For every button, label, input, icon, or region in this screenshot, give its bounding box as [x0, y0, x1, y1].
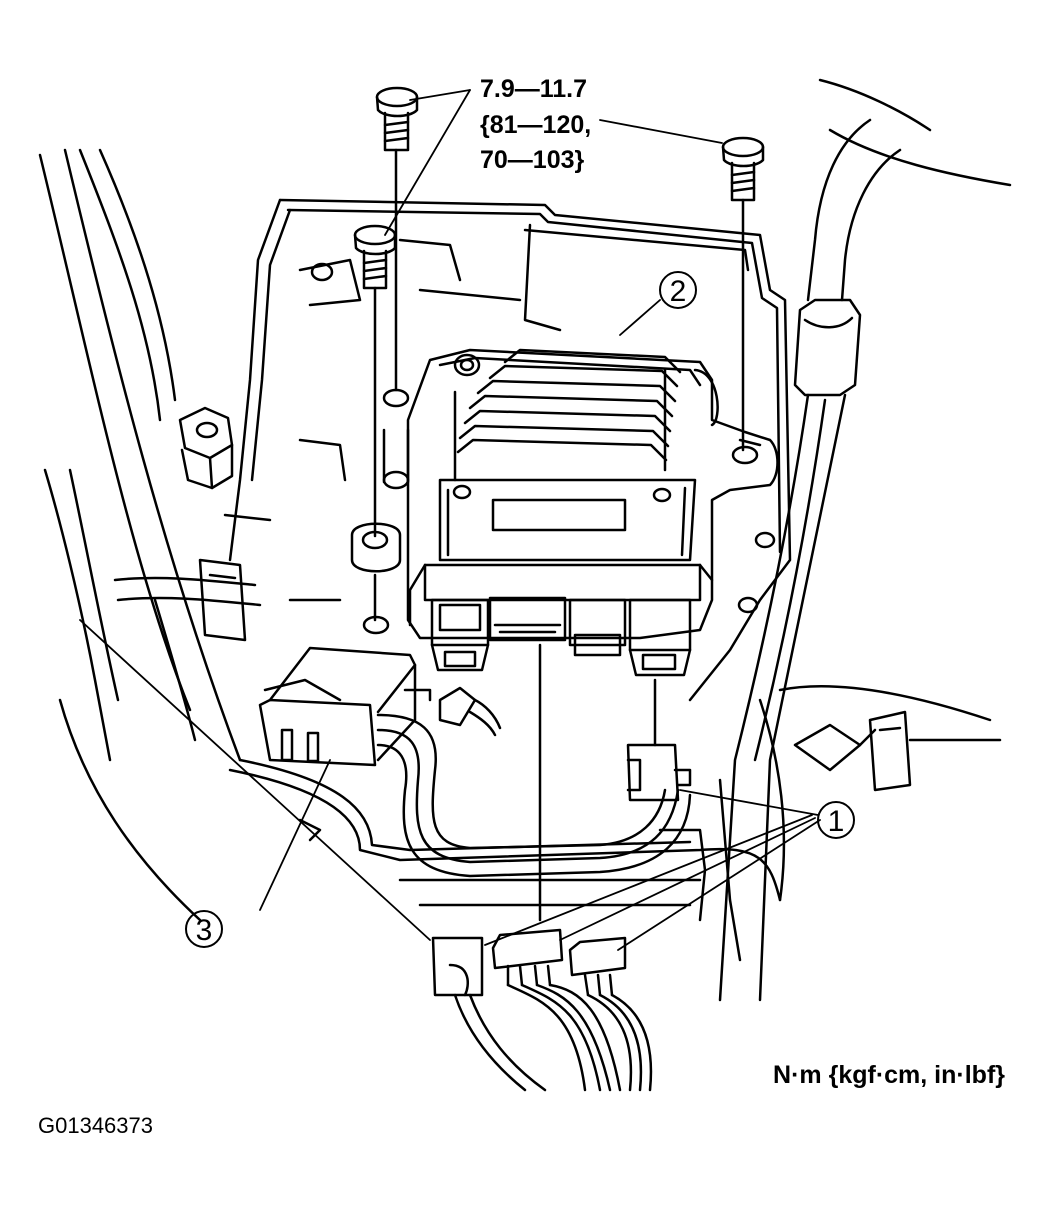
bolt-middle-left — [353, 224, 397, 538]
callout-1-label: 1 — [828, 805, 845, 838]
torque-spec-line-1: 7.9—11.7 — [480, 75, 587, 103]
callout-2-label: 2 — [670, 275, 687, 308]
ecm-unit — [406, 348, 779, 640]
hex-nut-left — [178, 406, 234, 490]
bolt-right — [721, 136, 765, 452]
loose-connectors — [431, 928, 653, 1092]
bolt-top-left — [375, 86, 419, 392]
torque-spec-line-2: {81—120, — [480, 111, 591, 139]
mounting-holes — [350, 388, 410, 635]
ecm-connectors — [430, 596, 692, 677]
wire-harness — [376, 643, 692, 922]
mounting-bracket — [198, 198, 792, 702]
callout-3: 3 — [185, 910, 223, 948]
leader-lines — [79, 89, 821, 951]
figure-code: G01346373 — [38, 1113, 153, 1138]
callout-3-label: 3 — [196, 914, 213, 947]
body-panel-left — [38, 148, 262, 922]
wiring-right — [778, 78, 1012, 792]
harness-connector-right — [626, 743, 692, 802]
floor-panel — [228, 698, 786, 962]
pipe-right — [718, 118, 902, 1002]
callout-1: 1 — [817, 801, 855, 839]
callout-2: 2 — [659, 271, 697, 309]
units-note: N·m {kgf·cm, in·lbf} — [773, 1061, 1005, 1089]
main-connector — [258, 646, 432, 767]
torque-spec-line-3: 70—103} — [480, 146, 585, 174]
